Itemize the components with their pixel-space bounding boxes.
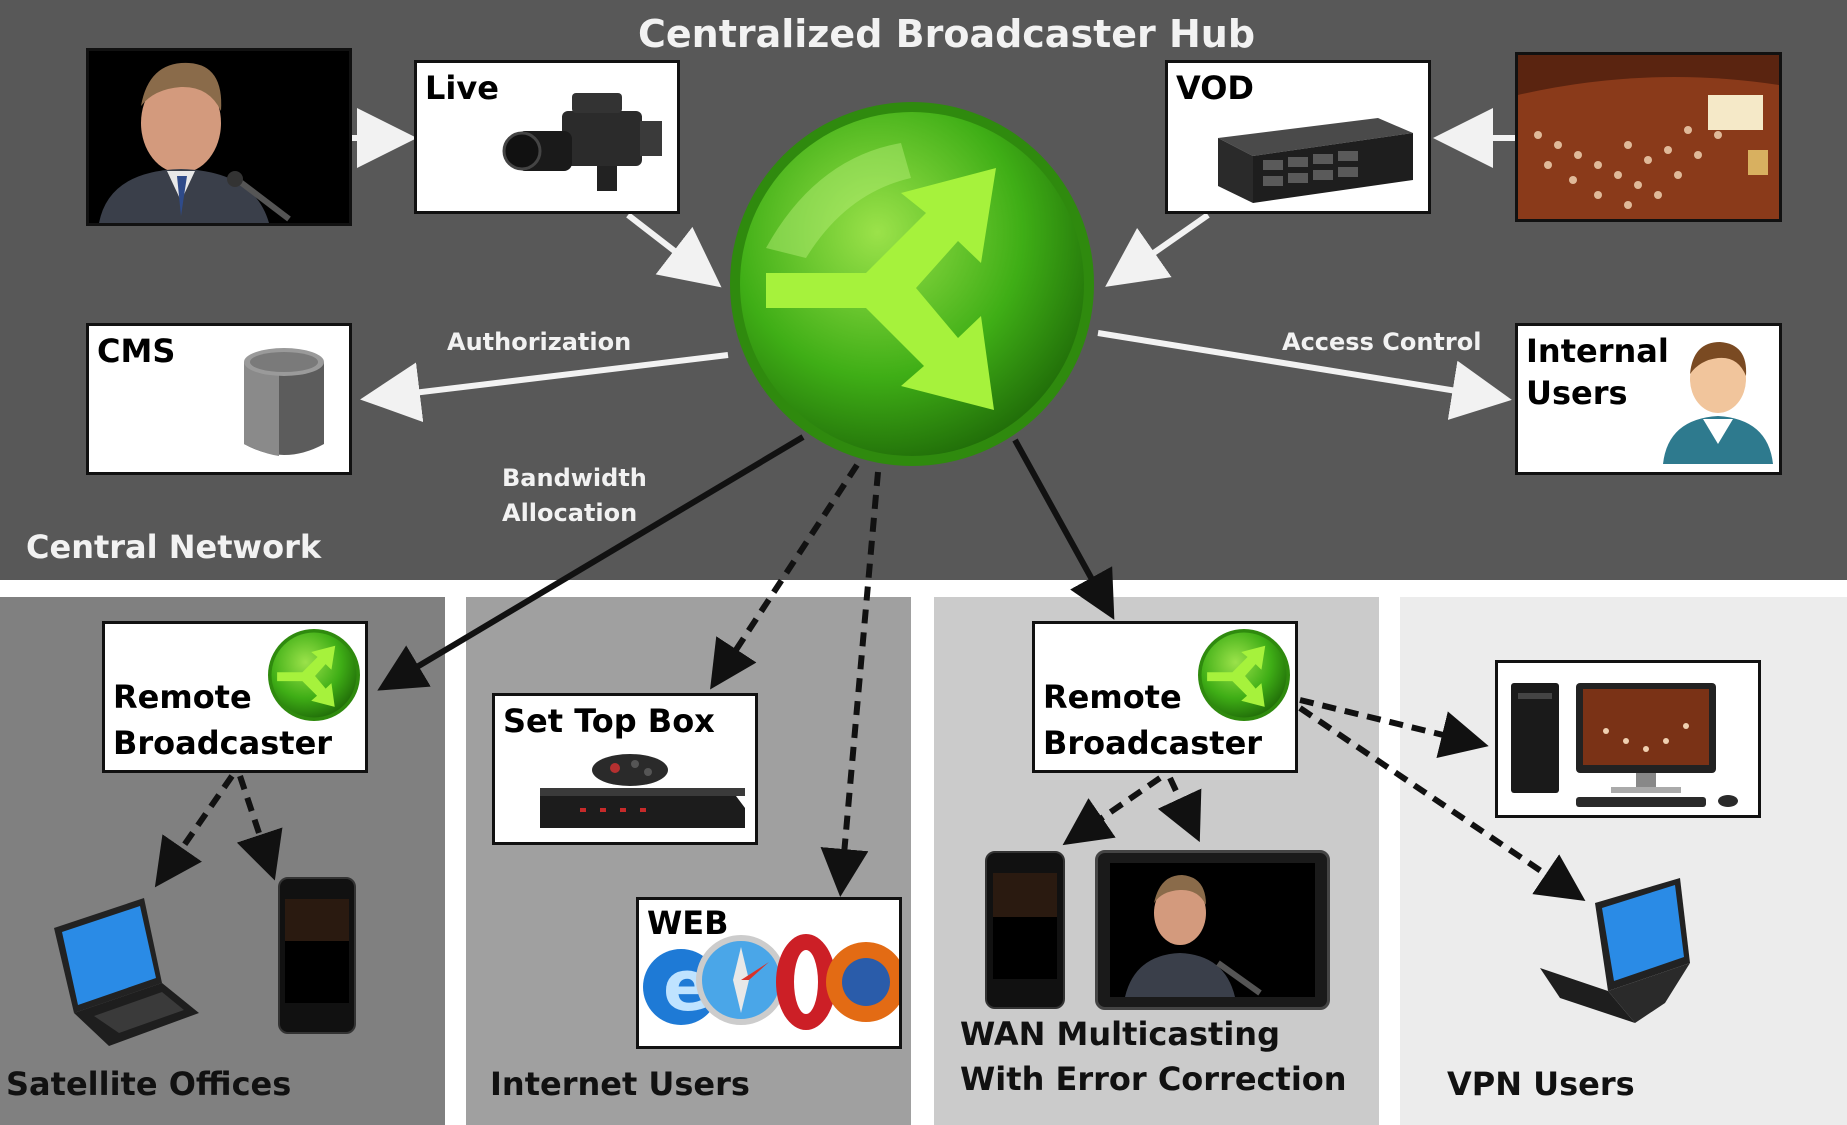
authorization-label: Authorization [447,328,632,356]
set-top-box-node: Set Top Box [492,693,758,845]
remote-broadcaster-node-2: Remote Broadcaster [1032,621,1298,773]
live-label: Live [425,69,499,107]
arrow-rb2-to-phone [1062,775,1162,846]
vod-node: VOD [1165,60,1431,214]
arrow-rb2-to-desktop [1299,697,1489,759]
arrow-hub-to-internal-users [1097,330,1512,420]
arrow-rb2-to-tablet [1157,776,1202,843]
remote-broadcaster-node-1: Remote Broadcaster [102,621,368,773]
arrow-hub-to-remote-broadcaster-1 [377,434,805,691]
live-node: Live [414,60,680,214]
smartphone-icon [985,851,1065,1009]
arrow-rb1-to-phone [236,775,283,881]
web-node: e WEB [636,897,902,1049]
remote-broadcaster-1-line2: Broadcaster [113,724,333,762]
arrow-hub-to-set-top-box [710,463,860,690]
internal-users-label-line1: Internal [1526,332,1669,370]
database-cylinder-icon [244,348,324,456]
internal-users-node: Internal Users [1515,323,1782,475]
bandwidth-allocation-label-line2: Allocation [502,499,638,527]
laptop-icon [1540,878,1690,1023]
hub-title: Centralized Broadcaster Hub [638,12,1256,56]
vpn-users-label: VPN Users [1447,1065,1635,1103]
remote-broadcaster-2-line1: Remote [1043,678,1182,716]
server-rack-icon [1218,118,1413,203]
laptop-icon [54,898,199,1046]
wan-multicasting-label-line2: With Error Correction [960,1060,1347,1098]
hub-branch-icon [1198,629,1290,721]
tablet-icon [1095,850,1330,1010]
arrow-hub-to-web [820,471,881,897]
bandwidth-allocation-label-line1: Bandwidth [502,464,647,492]
set-top-box-label: Set Top Box [503,702,715,740]
web-label: WEB [647,904,729,942]
arrow-live-to-hub [626,212,722,288]
arrow-rb1-to-laptop [154,774,235,888]
internal-users-label-line2: Users [1526,374,1628,412]
vod-label: VOD [1176,69,1254,107]
cms-label: CMS [97,332,176,370]
desktop-computer-icon [1511,683,1738,807]
wan-multicasting-label-line1: WAN Multicasting [960,1015,1280,1053]
central-network-label: Central Network [26,528,322,566]
arrow-hub-to-cms [360,352,729,423]
hub-branch-icon [730,102,1094,466]
arrow-vod-to-hub [1105,212,1210,287]
browser-logos-icon: e [643,934,899,1030]
arrow-rb2-to-vpn-laptop [1298,705,1586,902]
speaker-photo [86,48,352,226]
cms-node: CMS [86,323,352,475]
access-control-label: Access Control [1282,328,1482,356]
video-camera-icon [502,93,662,191]
set-top-box-icon [540,754,745,828]
remote-broadcaster-2-line2: Broadcaster [1043,724,1263,762]
remote-broadcaster-1-line1: Remote [113,678,252,716]
auditorium-photo [1515,52,1782,222]
internet-users-label: Internet Users [490,1065,750,1103]
hub-branch-icon [268,629,360,721]
satellite-offices-label: Satellite Offices [6,1065,292,1103]
arrow-hub-to-remote-broadcaster-2 [1012,438,1115,620]
smartphone-icon [278,877,356,1034]
user-avatar-icon [1663,342,1773,464]
desktop-computer-node [1495,660,1761,818]
